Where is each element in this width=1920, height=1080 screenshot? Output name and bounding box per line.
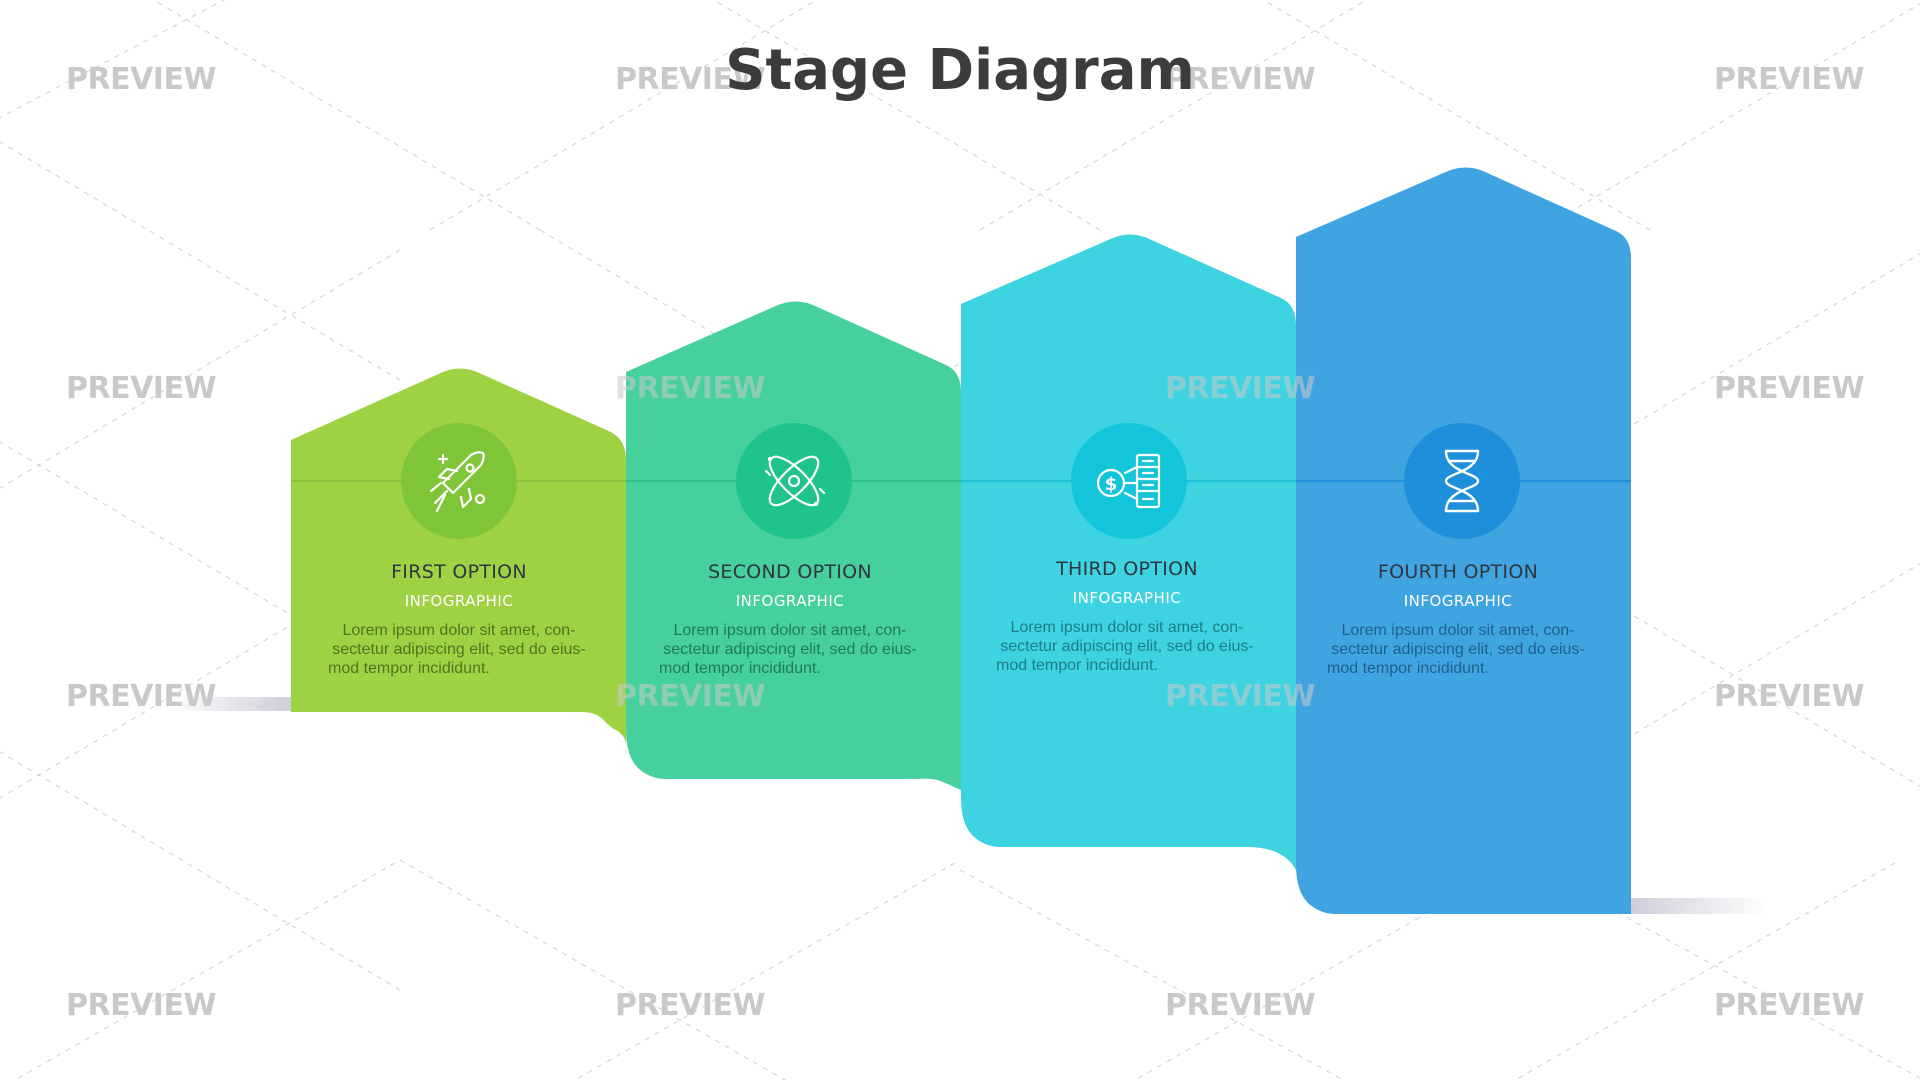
stage-3-desc-line-2: sectetur adipiscing elit, sed do eius- — [1000, 638, 1253, 655]
stage-4-subtitle: INFOGRAPHIC — [1404, 592, 1513, 610]
stage-1-desc-line-3: mod tempor incididunt. — [328, 660, 490, 677]
stage-1-title: FIRST OPTION — [391, 561, 527, 583]
stage-2-desc-line-3: mod tempor incididunt. — [659, 660, 821, 677]
dna-icon — [1444, 449, 1480, 513]
watermark-text: PREVIEW — [1714, 988, 1864, 1023]
watermark-text: PREVIEW — [615, 62, 765, 97]
stage-3 — [961, 234, 1296, 870]
stage-1-desc-line-1: Lorem ipsum dolor sit amet, con- — [343, 622, 576, 639]
stage-2-desc-line-1: Lorem ipsum dolor sit amet, con- — [674, 622, 907, 639]
stage-3-subtitle: INFOGRAPHIC — [1073, 589, 1182, 607]
stage-3-shape — [961, 234, 1296, 870]
stage-2-title: SECOND OPTION — [708, 561, 872, 583]
stage-1-shape — [291, 368, 626, 746]
stage-4-shape — [1296, 167, 1631, 914]
money-server-icon: $ — [1096, 453, 1161, 509]
stage-4-title: FOURTH OPTION — [1378, 561, 1538, 583]
watermark-text: PREVIEW — [1165, 371, 1315, 406]
watermark-text: PREVIEW — [615, 988, 765, 1023]
ground-shadow-right — [1628, 898, 1768, 914]
stage-2-icon-circle — [736, 423, 852, 539]
watermark-text: PREVIEW — [66, 988, 216, 1023]
watermark-text: PREVIEW — [1165, 62, 1315, 97]
stage-2-subtitle: INFOGRAPHIC — [736, 592, 845, 610]
rocket-icon — [429, 451, 486, 513]
stage-4 — [1296, 167, 1631, 914]
stage-4-desc-line-1: Lorem ipsum dolor sit amet, con- — [1342, 622, 1575, 639]
watermark-text: PREVIEW — [615, 371, 765, 406]
stage-3-desc-line-3: mod tempor incididunt. — [996, 657, 1158, 674]
stage-1-subtitle: INFOGRAPHIC — [405, 592, 514, 610]
stage-4-desc-line-3: mod tempor incididunt. — [1327, 660, 1489, 677]
watermark-text: PREVIEW — [1714, 679, 1864, 714]
stage-2-desc-line-2: sectetur adipiscing elit, sed do eius- — [663, 641, 916, 658]
watermark-text: PREVIEW — [66, 62, 216, 97]
watermark-text: PREVIEW — [1714, 371, 1864, 406]
watermark-text: PREVIEW — [66, 371, 216, 406]
watermark-text: PREVIEW — [615, 679, 765, 714]
page-title: Stage Diagram — [725, 38, 1195, 103]
svg-text:$: $ — [1105, 474, 1118, 495]
ground-shadow-left — [170, 697, 292, 711]
stage-3-icon-circle — [1071, 423, 1187, 539]
atom-icon — [764, 455, 826, 507]
stage-2-shape — [626, 301, 961, 790]
watermark-text: PREVIEW — [1714, 62, 1864, 97]
stage-1-desc-line-2: sectetur adipiscing elit, sed do eius- — [332, 641, 585, 658]
stage-3-desc-line-1: Lorem ipsum dolor sit amet, con- — [1011, 619, 1244, 636]
stage-4-icon-circle — [1404, 423, 1520, 539]
stage-4-desc-line-2: sectetur adipiscing elit, sed do eius- — [1331, 641, 1584, 658]
stage-1-icon-circle — [401, 423, 517, 539]
watermark-text: PREVIEW — [1165, 988, 1315, 1023]
watermark-text: PREVIEW — [1165, 679, 1315, 714]
stage-3-title: THIRD OPTION — [1055, 558, 1198, 580]
